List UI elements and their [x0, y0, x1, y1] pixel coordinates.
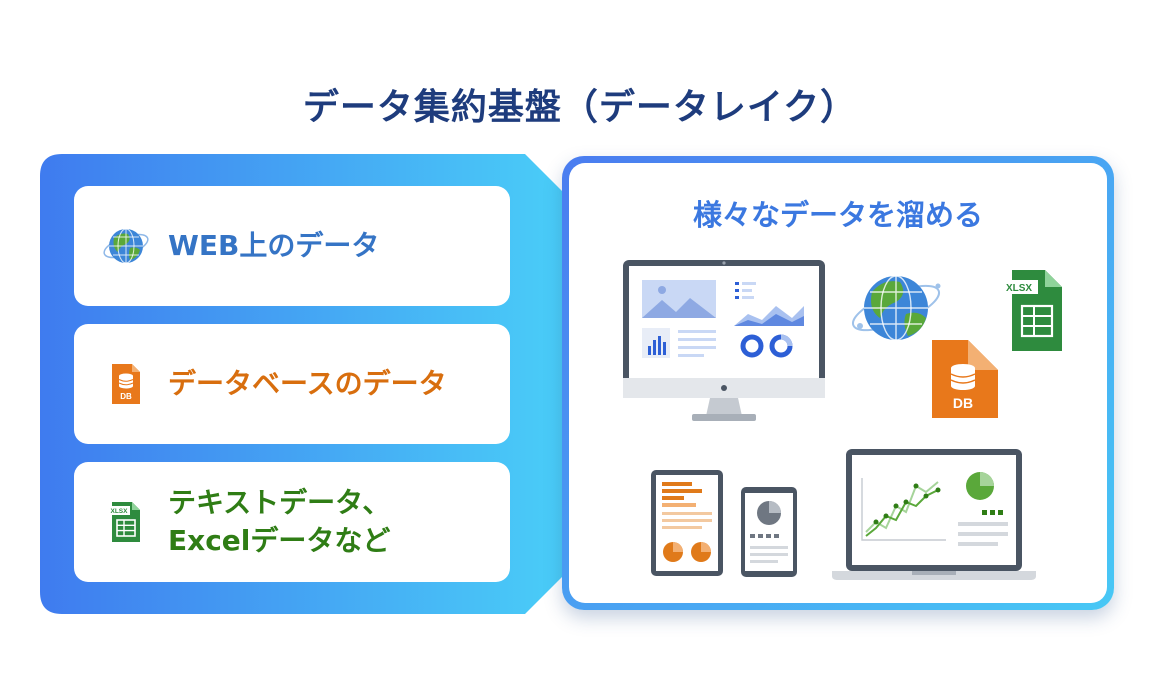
data-lake-subtitle: 様々なデータを溜める: [692, 198, 983, 232]
source-label-line1: テキストデータ、: [168, 486, 391, 519]
database-file-icon: DB: [112, 364, 140, 404]
data-lake-illustration: XLSX DB: [623, 260, 1062, 580]
source-label-database: データベースのデータ: [168, 367, 447, 400]
source-card-text-excel: XLSX テキストデータ、 Excelデータなど: [74, 462, 510, 582]
source-card-web: WEB上のデータ: [74, 186, 510, 306]
database-file-icon: DB: [932, 340, 998, 418]
globe-icon: [851, 275, 941, 341]
source-label-web: WEB上のデータ: [168, 229, 380, 262]
desktop-monitor-icon: [623, 260, 825, 421]
page-title: データ集約基盤（データレイク）: [302, 87, 858, 128]
source-label-line2: Excelデータなど: [168, 524, 391, 557]
laptop-icon: [832, 449, 1036, 580]
xlsx-file-icon: XLSX: [108, 502, 140, 542]
source-label-text-excel: テキストデータ、 Excelデータなど: [168, 484, 390, 560]
globe-icon: [103, 228, 149, 264]
xlsx-file-icon: XLSX: [1000, 270, 1062, 351]
phone-icon: [741, 487, 797, 577]
source-card-database: DB データベースのデータ: [74, 324, 510, 444]
tablet-icon: [651, 470, 723, 576]
xlsx-tag-text: XLSX: [1006, 283, 1032, 294]
db-tag-text: DB: [120, 392, 132, 401]
xlsx-tag-text: XLSX: [111, 508, 129, 515]
db-tag-text: DB: [953, 395, 973, 411]
